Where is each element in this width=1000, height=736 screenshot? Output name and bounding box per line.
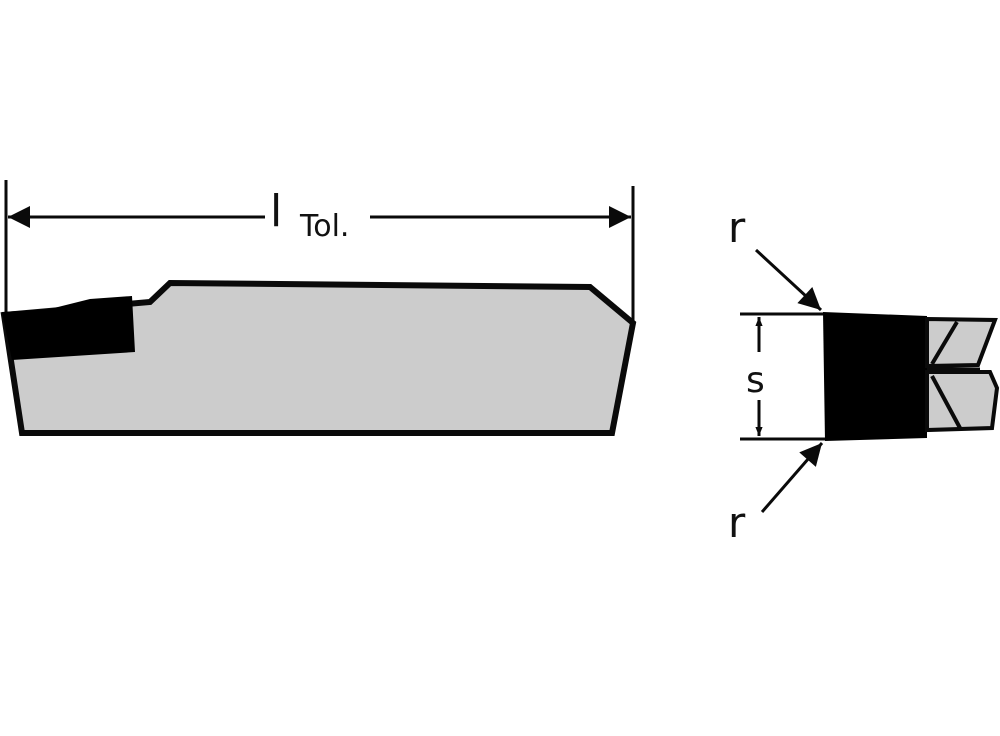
thickness-label: s — [746, 360, 765, 401]
side-body-groove-upper — [930, 320, 959, 366]
front-view: l Tol. — [0, 180, 637, 436]
side-body-groove-lower — [930, 375, 962, 429]
radius-label-bottom: r — [728, 498, 746, 547]
radius-leader-top — [754, 248, 823, 312]
side-view: s r r — [728, 203, 1000, 547]
side-body-lower — [925, 370, 1000, 433]
side-cutting-edge — [823, 312, 927, 441]
length-label: l — [270, 186, 282, 237]
side-body-upper — [925, 316, 998, 369]
insert-body — [0, 279, 637, 436]
cutting-tip — [2, 296, 135, 360]
tolerance-label: Tol. — [299, 209, 349, 244]
radius-leader-bottom — [760, 442, 824, 513]
radius-label-top: r — [728, 203, 746, 252]
